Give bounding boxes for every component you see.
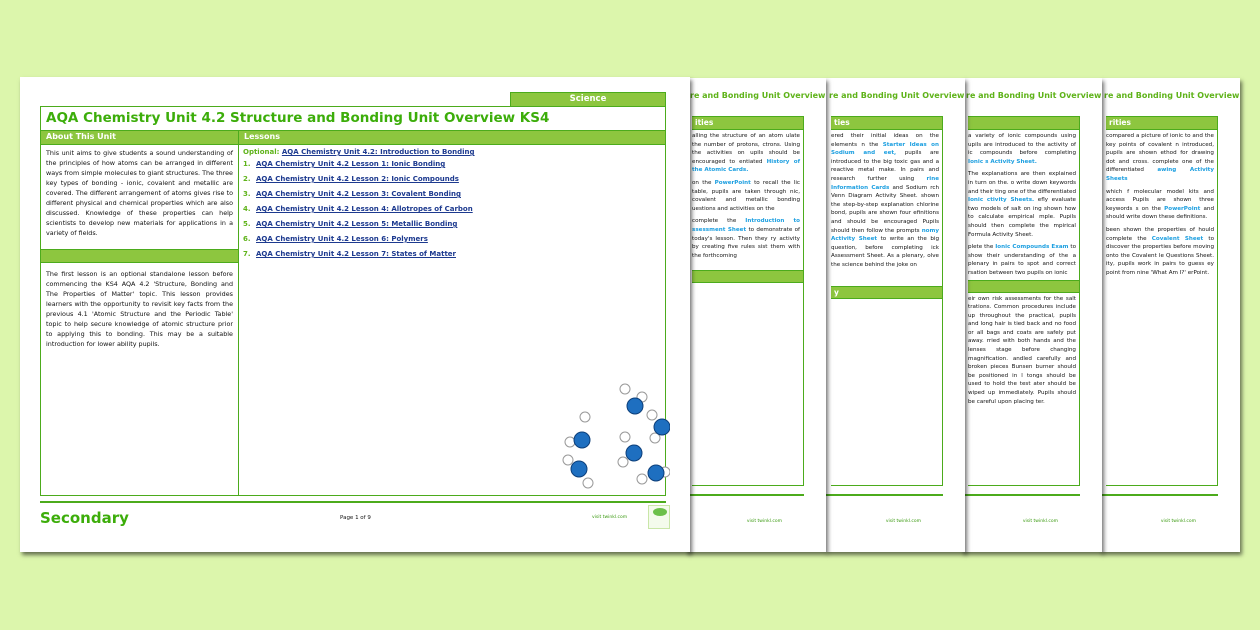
paragraph: which f molecular model kits and access … (1106, 188, 1214, 221)
lessons-header: Lessons (239, 131, 665, 145)
paragraph: alling the structure of an atom ulate th… (692, 133, 800, 174)
activities-box: ties ered their initial ideas on the ele… (831, 116, 943, 486)
lesson-link[interactable]: AQA Chemistry Unit 4.2 Lesson 1: Ionic B… (256, 160, 446, 168)
page-title: re and Bonding Unit Overview (1104, 91, 1240, 100)
lesson-link[interactable]: AQA Chemistry Unit 4.2 Lesson 5: Metalli… (256, 220, 458, 228)
lesson-item: 5.AQA Chemistry Unit 4.2 Lesson 5: Metal… (243, 220, 458, 228)
back-page-4: re and Bonding Unit Overview rities comp… (1100, 78, 1240, 552)
level-label: Secondary (40, 509, 129, 527)
lesson-item: 4.AQA Chemistry Unit 4.2 Lesson 4: Allot… (243, 205, 473, 213)
paragraph: The explanations are then explained in t… (968, 171, 1076, 238)
subject-tag: Science (510, 92, 666, 107)
site-link[interactable]: visit twinkl.com (885, 519, 921, 524)
site-link[interactable]: visit twinkl.com (1022, 519, 1058, 524)
lesson-item: 6.AQA Chemistry Unit 4.2 Lesson 6: Polym… (243, 235, 428, 243)
footer-line (1100, 494, 1218, 496)
lessons-list: 1.AQA Chemistry Unit 4.2 Lesson 1: Ionic… (239, 157, 665, 262)
lesson-link[interactable]: AQA Chemistry Unit 4.2 Lesson 4: Allotro… (256, 205, 473, 213)
section-header: rities (1106, 117, 1217, 130)
section-header (968, 117, 1079, 130)
site-link[interactable]: visit twinkl.com (1160, 519, 1196, 524)
lesson-link[interactable]: AQA Chemistry Unit 4.2 Lesson 3: Covalen… (256, 190, 461, 198)
paragraph: ered their initial ideas on the elements… (831, 133, 940, 268)
footer-line (40, 501, 666, 503)
activities-box: rities compared a picture of ionic to an… (1106, 116, 1218, 486)
page-number: Page 1 of 9 (340, 515, 371, 521)
activities-box: ities alling the structure of an atom ul… (692, 116, 804, 486)
lessons-column: Lessons Optional: AQA Chemistry Unit 4.2… (239, 131, 665, 495)
section-header: ties (831, 117, 942, 130)
lesson-item: 7.AQA Chemistry Unit 4.2 Lesson 7: State… (243, 250, 456, 258)
paragraph: complete the Introduction to ssessment S… (692, 218, 801, 259)
paragraph: been shown the properties of hould compl… (1106, 226, 1214, 276)
main-page: Science AQA Chemistry Unit 4.2 Structure… (20, 77, 690, 552)
section-header: ities (692, 117, 803, 130)
document-title: AQA Chemistry Unit 4.2 Structure and Bon… (40, 106, 666, 131)
page-title: re and Bonding Unit Overview (966, 91, 1102, 100)
lesson-link[interactable]: AQA Chemistry Unit 4.2 Lesson 6: Polymer… (256, 235, 428, 243)
footer-line (962, 494, 1080, 496)
footer-line (825, 494, 943, 496)
lesson-item: 3.AQA Chemistry Unit 4.2 Lesson 3: Coval… (243, 190, 461, 198)
site-link[interactable]: visit twinkl.com (746, 519, 782, 524)
paragraph: compared a picture of ionic to and the k… (1106, 133, 1214, 182)
back-page-3: re and Bonding Unit Overview a variety o… (962, 78, 1102, 552)
back-page-1: re and Bonding Unit Overview ities allin… (686, 78, 826, 552)
paragraph: eir own risk assessments for the salt tr… (968, 295, 1076, 405)
section-header (692, 270, 803, 284)
paragraph: a variety of ionic compounds using upils… (968, 133, 1076, 165)
optional-lesson-link[interactable]: AQA Chemistry Unit 4.2: Introduction to … (281, 148, 475, 156)
paragraph: plete the Ionic Compounds Exam to show t… (968, 244, 1077, 276)
about-column: About This Unit This unit aims to give s… (41, 131, 239, 495)
water-molecules-illustration (562, 383, 670, 489)
section-header (968, 279, 1079, 293)
activities-box: a variety of ionic compounds using upils… (968, 116, 1080, 486)
page-title: re and Bonding Unit Overview (829, 91, 965, 100)
lesson-item: 2.AQA Chemistry Unit 4.2 Lesson 2: Ionic… (243, 175, 459, 183)
paragraph: on the PowerPoint to recall the lic tabl… (692, 179, 801, 212)
section-divider (41, 249, 238, 263)
footer-line (686, 494, 804, 496)
lesson-item: 1.AQA Chemistry Unit 4.2 Lesson 1: Ionic… (243, 160, 446, 168)
twinkl-logo (648, 505, 670, 529)
back-page-2: re and Bonding Unit Overview ties ered t… (825, 78, 965, 552)
page-title: re and Bonding Unit Overview (690, 91, 826, 100)
intro-text: The first lesson is an optional standalo… (46, 270, 233, 348)
about-text: This unit aims to give students a sound … (46, 149, 233, 237)
site-link[interactable]: visit twinkl.com (592, 515, 628, 520)
optional-lesson: Optional: AQA Chemistry Unit 4.2: Introd… (243, 148, 475, 156)
about-header: About This Unit (41, 131, 238, 145)
section-header: y (831, 285, 942, 299)
lesson-link[interactable]: AQA Chemistry Unit 4.2 Lesson 7: States … (256, 250, 456, 258)
overview-table: About This Unit This unit aims to give s… (40, 130, 666, 496)
lesson-link[interactable]: AQA Chemistry Unit 4.2 Lesson 2: Ionic C… (256, 175, 459, 183)
